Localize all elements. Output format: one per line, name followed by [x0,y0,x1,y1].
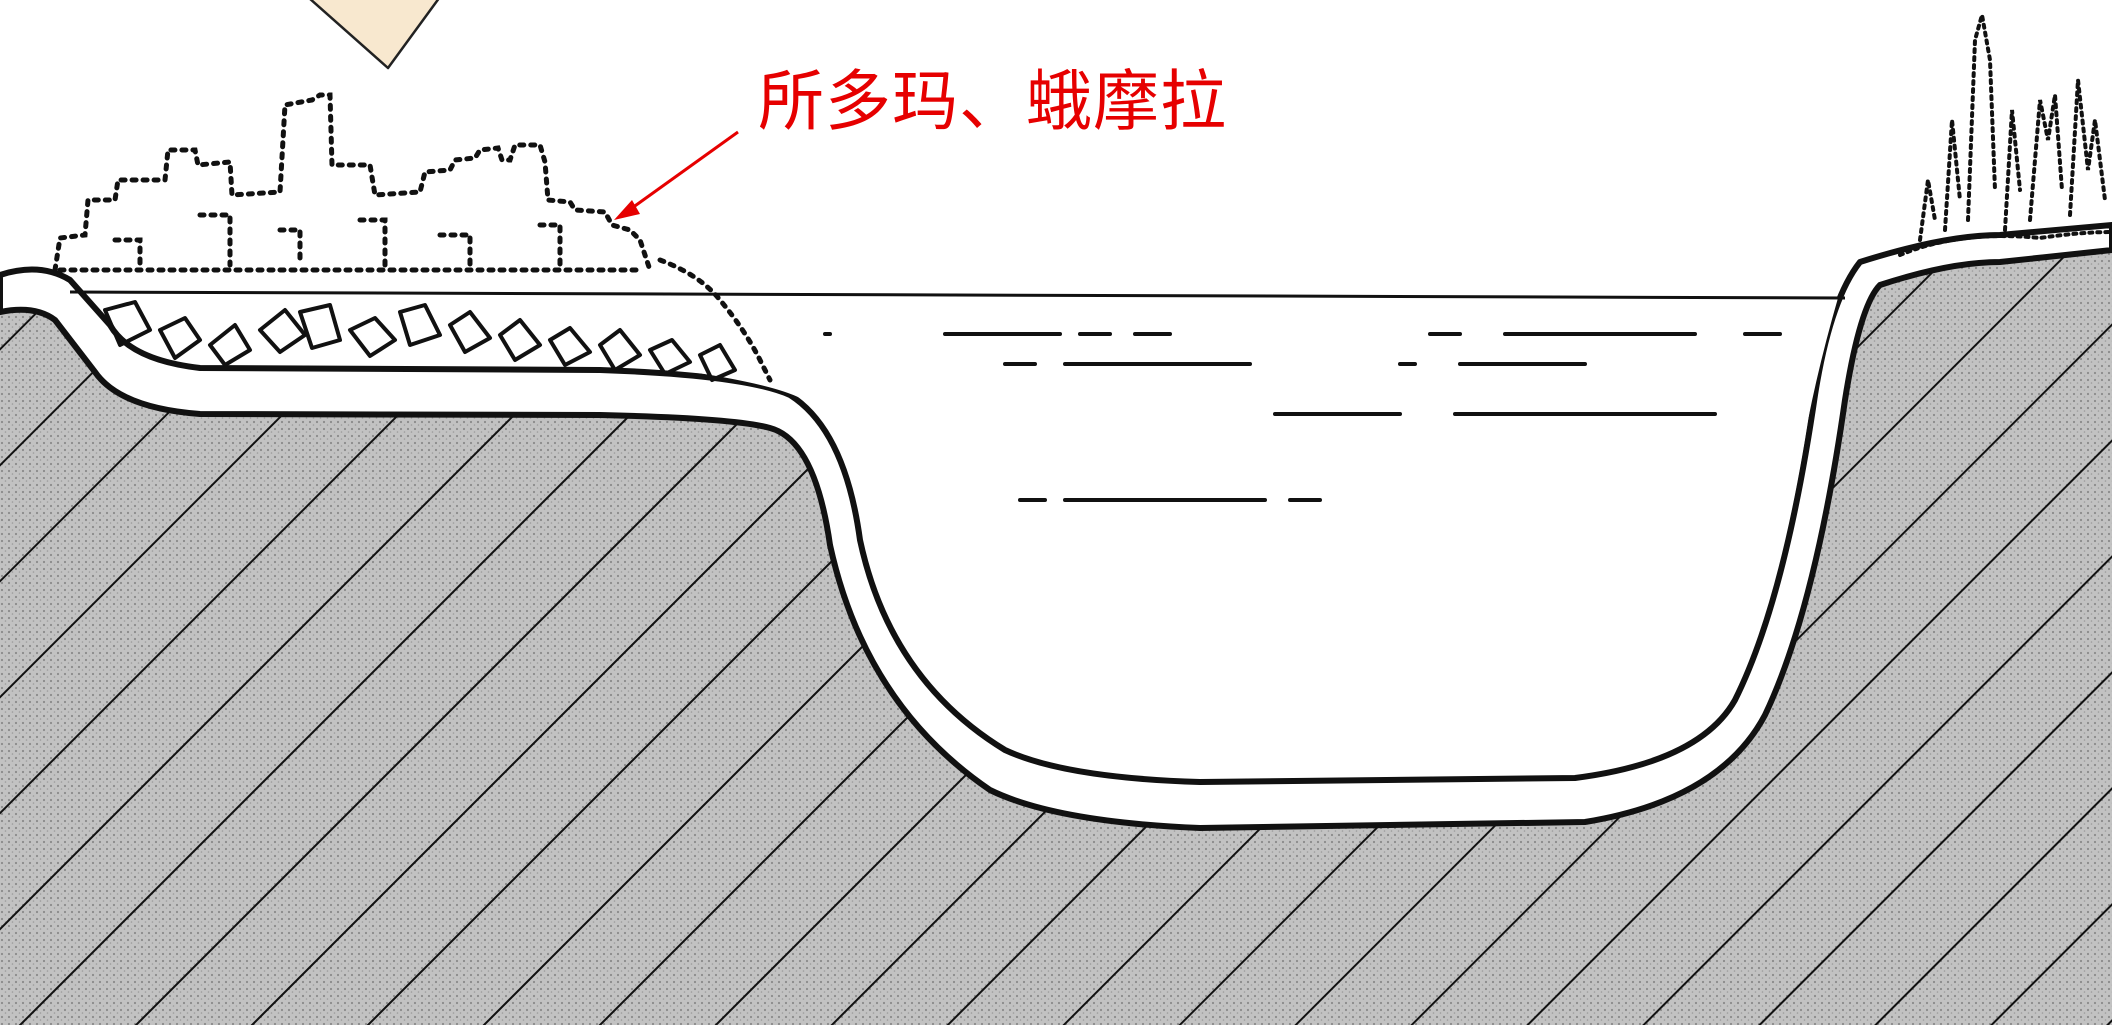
basin-rim-band [0,222,2112,831]
annotation-label: 所多玛、蛾摩拉 [758,63,1227,140]
water-ripples [823,332,1782,502]
ground-hatching [0,240,2112,1025]
ruined-city-icon [52,92,773,383]
water-surface-line [69,290,1846,300]
callout-pointer-icon [309,0,440,70]
annotation-arrow [614,130,739,220]
vegetation-icon [1898,14,2112,257]
rubble-icon [103,300,737,382]
water-body [110,292,1838,774]
